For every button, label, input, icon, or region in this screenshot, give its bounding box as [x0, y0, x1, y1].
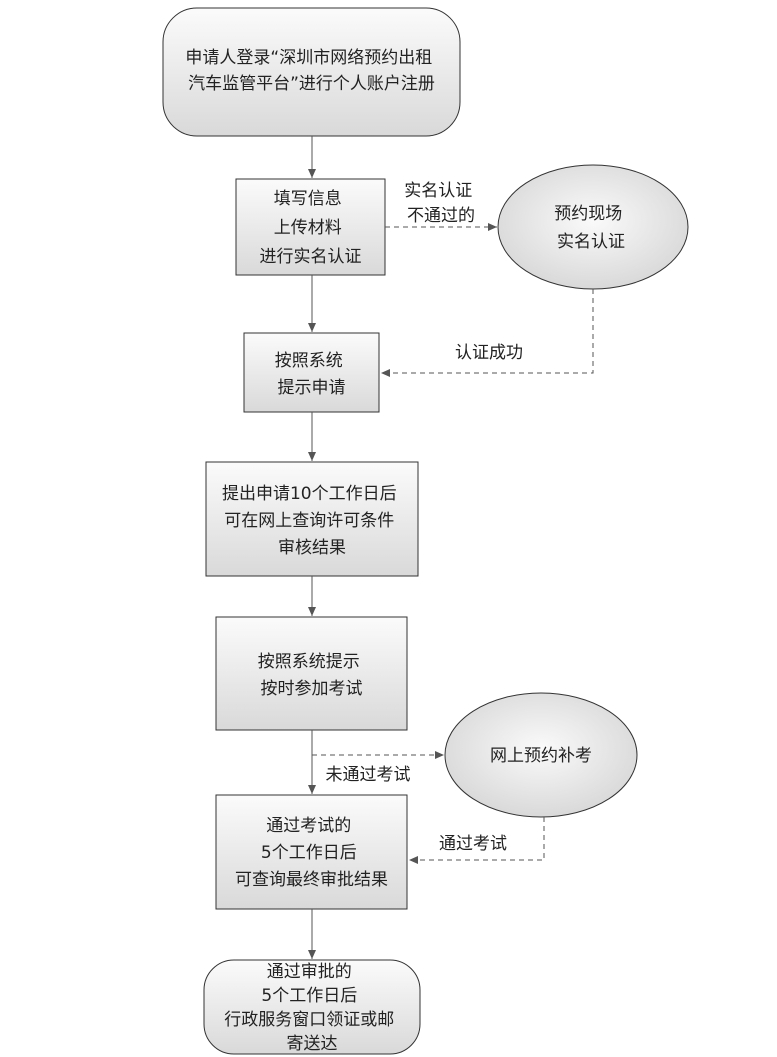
start-node [162, 7, 461, 137]
edge-exam-fail-label: 未通过考试 [326, 765, 411, 785]
edge-auth-success-label: 认证成功 [455, 343, 523, 363]
result-node-text: 通过考试的 5个工作日后 可查询最终审批结果 [235, 816, 388, 890]
end-node [203, 959, 421, 1055]
makeup-node [444, 692, 638, 818]
onsite-appt-node [497, 164, 689, 290]
fill-info-node [235, 178, 386, 276]
edge-exam-pass-label: 通过考试 [439, 834, 507, 854]
fill-info-node-text: 填写信息 上传材料 进行实名认证 [260, 189, 362, 267]
apply-node-text: 按照系统 提示申请 [275, 351, 348, 398]
review-node-text: 提出申请10个工作日后 可在网上查询许可条件 审核结果 [222, 484, 402, 558]
makeup-node-text: 网上预约补考 [490, 746, 592, 766]
start-node-text: 申请人登录“深圳市网络预约出租 汽车监管平台”进行个人账户注册 [185, 48, 437, 94]
apply-node [243, 332, 380, 413]
exam-node [215, 616, 408, 731]
review-node [205, 461, 419, 577]
exam-node-text: 按照系统提示 按时参加考试 [258, 652, 365, 699]
end-node-text: 通过审批的 5个工作日后 行政服务窗口领证或邮 寄送达 [224, 962, 399, 1054]
edge-fail-auth-label: 实名认证 不通过的 [404, 181, 477, 226]
edge-auth-success [381, 289, 594, 377]
onsite-appt-node-text: 预约现场 实名认证 [554, 204, 627, 252]
result-node [215, 794, 408, 910]
